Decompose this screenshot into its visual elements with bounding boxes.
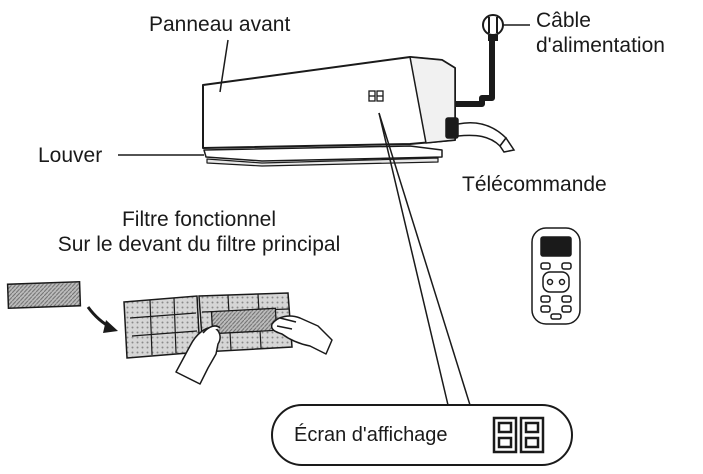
- power-cable-label-line1: Câble: [536, 9, 591, 32]
- left-hand-icon: [175, 325, 221, 385]
- drain-hose: [445, 117, 516, 153]
- power-cable-label: Câble d'alimentation: [536, 8, 665, 58]
- front-panel-leader: [219, 39, 229, 93]
- display-screen-label: Écran d'affichage: [294, 424, 448, 446]
- main-filter: [123, 292, 293, 359]
- louver-label: Louver: [38, 144, 103, 167]
- insertion-arrow-icon: [86, 306, 118, 333]
- unit-display-icon: [368, 90, 384, 102]
- display-callout-lines: [378, 112, 471, 406]
- remote-control-icon: [531, 227, 581, 325]
- functional-filter-label: Filtre fonctionnel Sur le devant du filt…: [14, 207, 384, 257]
- right-hand-icon: [270, 315, 333, 355]
- functional-filter-label-line2: Sur le devant du filtre principal: [57, 233, 341, 257]
- functional-filter-strip: [6, 280, 82, 310]
- power-cable: [456, 24, 530, 107]
- power-cable-label-line2: d'alimentation: [536, 34, 665, 58]
- front-panel-label: Panneau avant: [149, 13, 291, 36]
- power-plug-icon: [482, 14, 504, 41]
- indoor-unit: [202, 56, 456, 167]
- display-screen-digits: [492, 416, 545, 454]
- remote-label: Télécommande: [462, 173, 607, 196]
- functional-filter-label-line1: Filtre fonctionnel: [121, 208, 277, 231]
